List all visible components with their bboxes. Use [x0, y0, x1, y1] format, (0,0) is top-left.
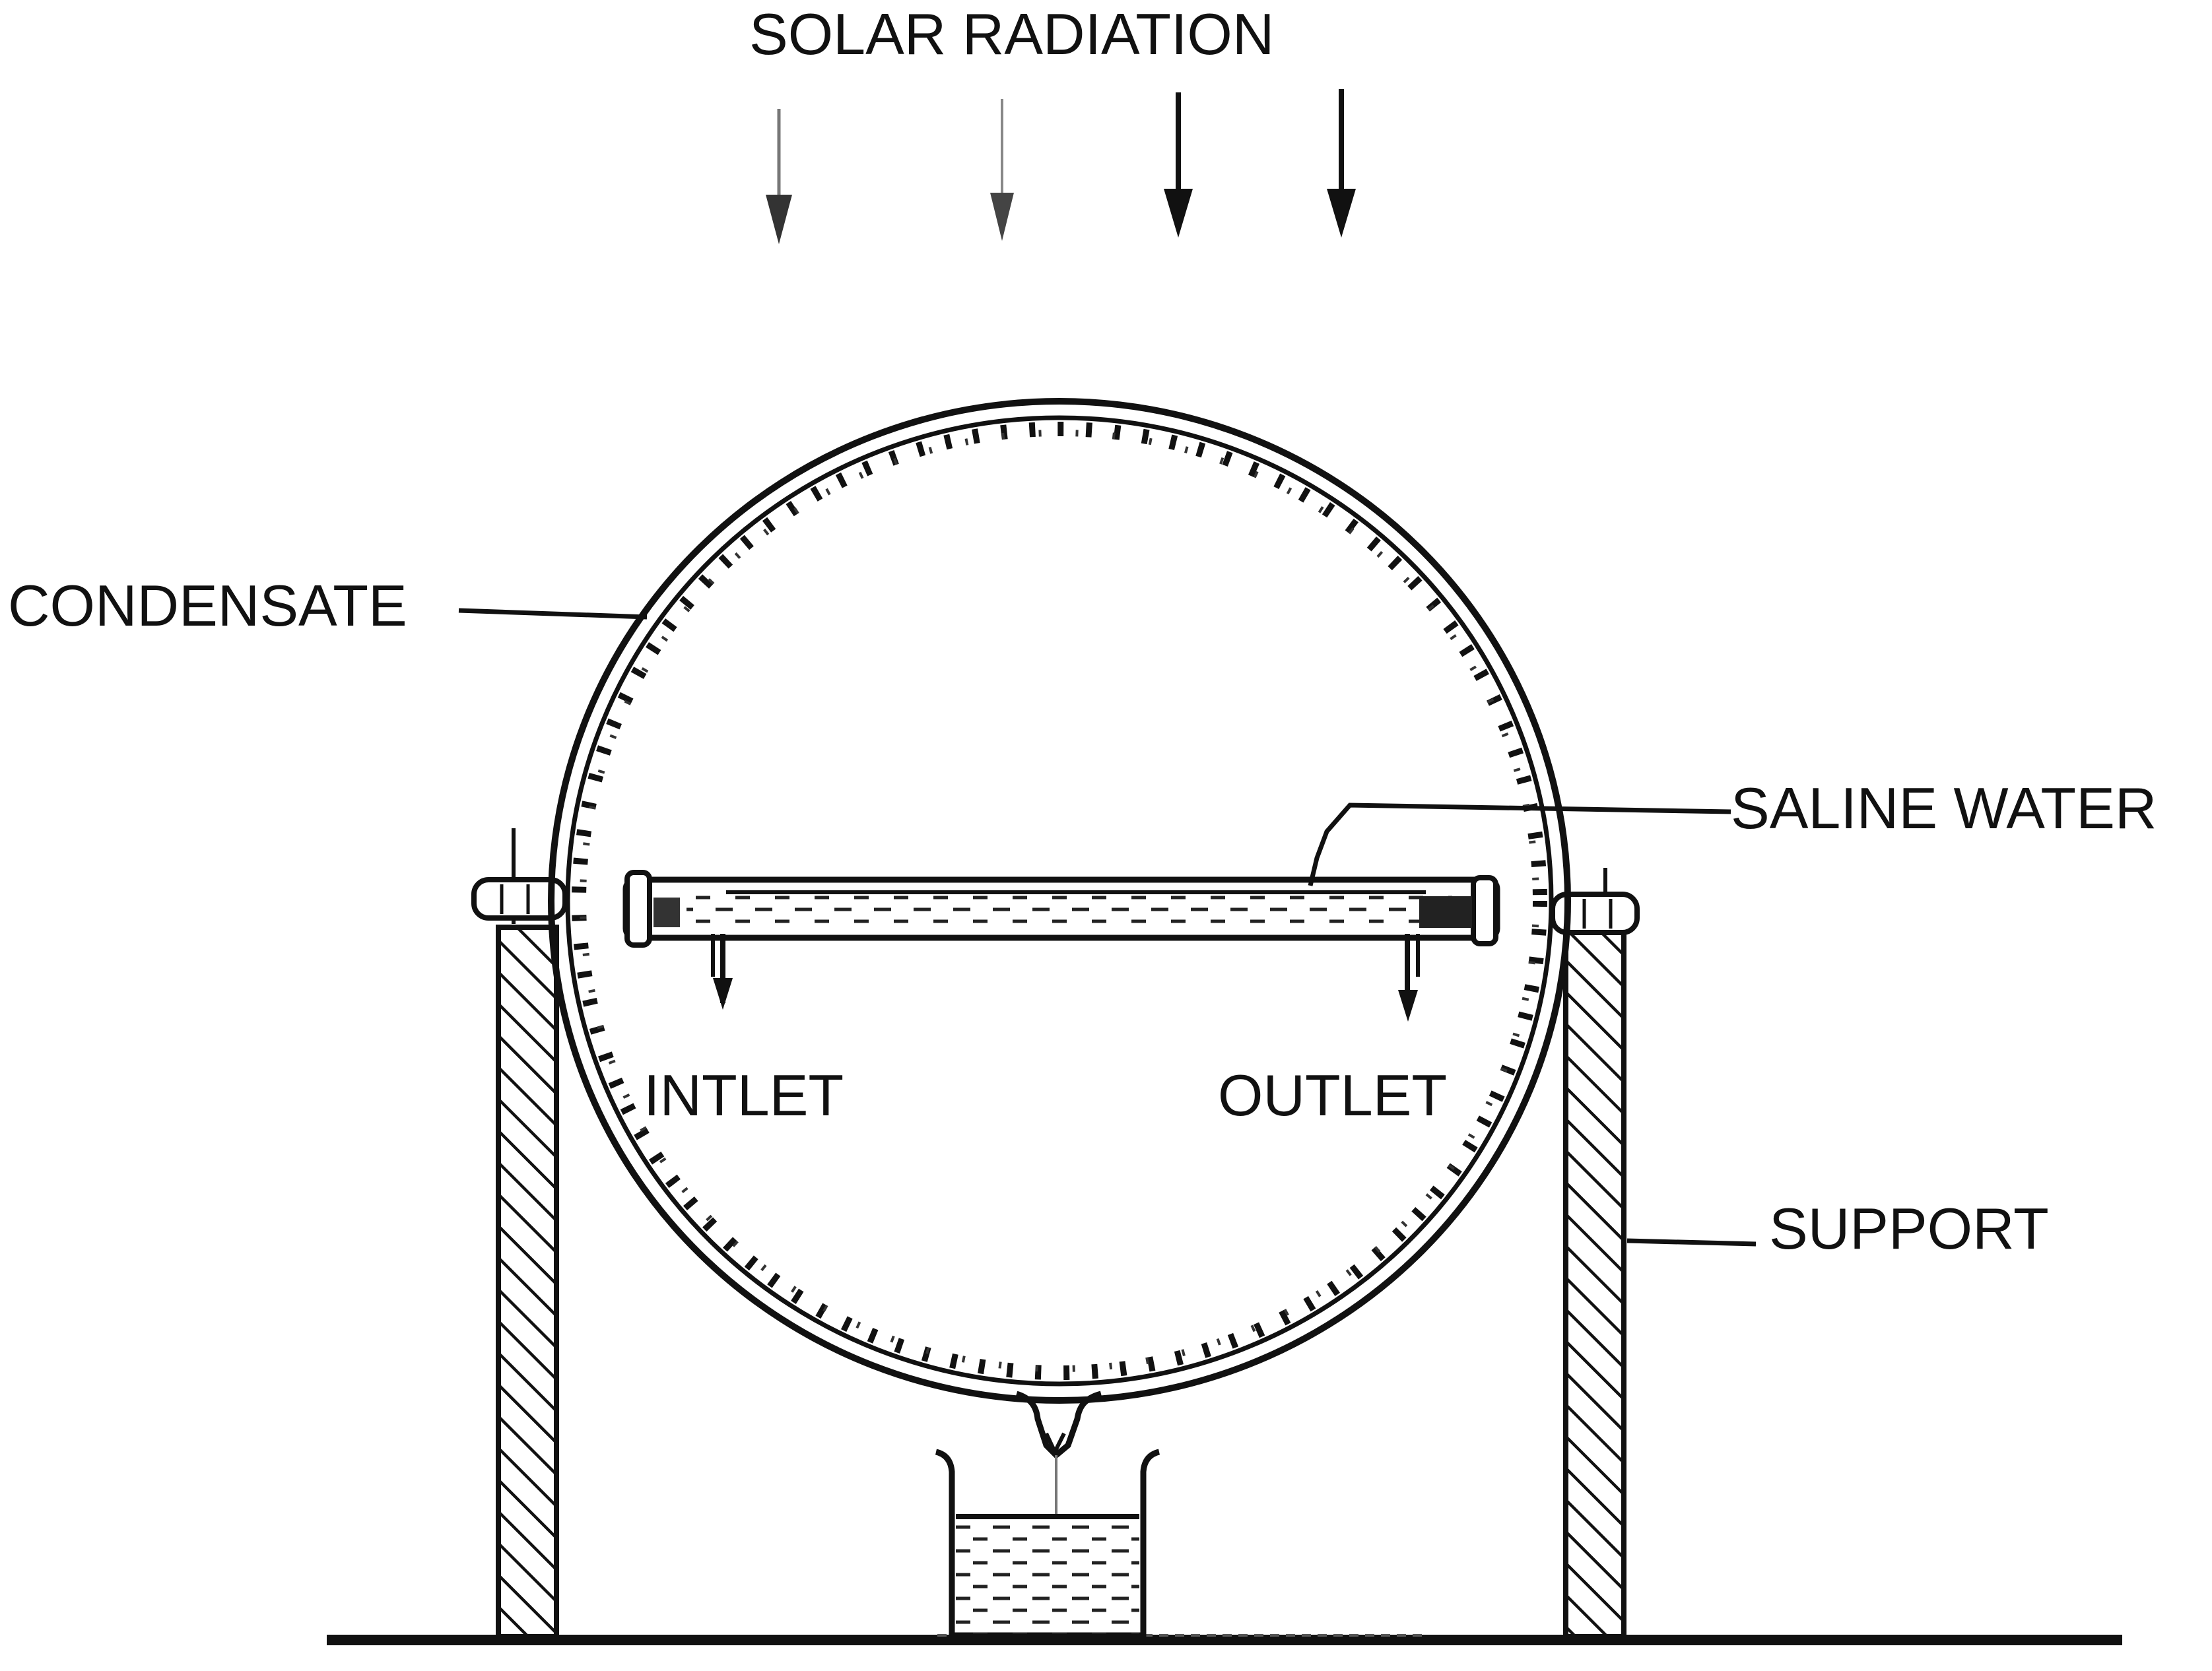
saline-water-tray: [622, 870, 1500, 948]
label-saline-water: SALINE WATER: [1731, 775, 2157, 841]
support-leader: [1626, 1238, 1757, 1247]
collection-beaker: [935, 1449, 1160, 1639]
condensate-leader: [458, 608, 648, 620]
label-intlet: INTLET: [644, 1063, 844, 1128]
leader-lines: [458, 608, 1757, 1247]
spherical-cover: [548, 398, 1571, 1404]
collected-water: [956, 1517, 1139, 1634]
right-support: [1550, 868, 1640, 1639]
solar-radiation-arrows: [766, 89, 1356, 244]
radiation-arrow: [766, 109, 792, 244]
drain-spout: [1015, 1391, 1102, 1515]
inlet-pipe: [711, 934, 733, 1010]
radiation-arrow: [1164, 92, 1193, 238]
left-support: [471, 828, 568, 1639]
ground-line: [327, 1634, 2122, 1645]
condensate-droplets: [572, 422, 1547, 1380]
radiation-arrow: [990, 99, 1014, 241]
label-outlet: OUTLET: [1218, 1063, 1447, 1128]
saline-water: [687, 891, 1452, 927]
saline-water-leader: [1308, 803, 1731, 886]
radiation-arrow: [1327, 89, 1356, 238]
outlet-pipe: [1398, 934, 1420, 1022]
label-solar-radiation: SOLAR RADIATION: [749, 1, 1274, 67]
label-support: SUPPORT: [1769, 1196, 2049, 1261]
label-condensate: CONDENSATE: [8, 573, 407, 638]
